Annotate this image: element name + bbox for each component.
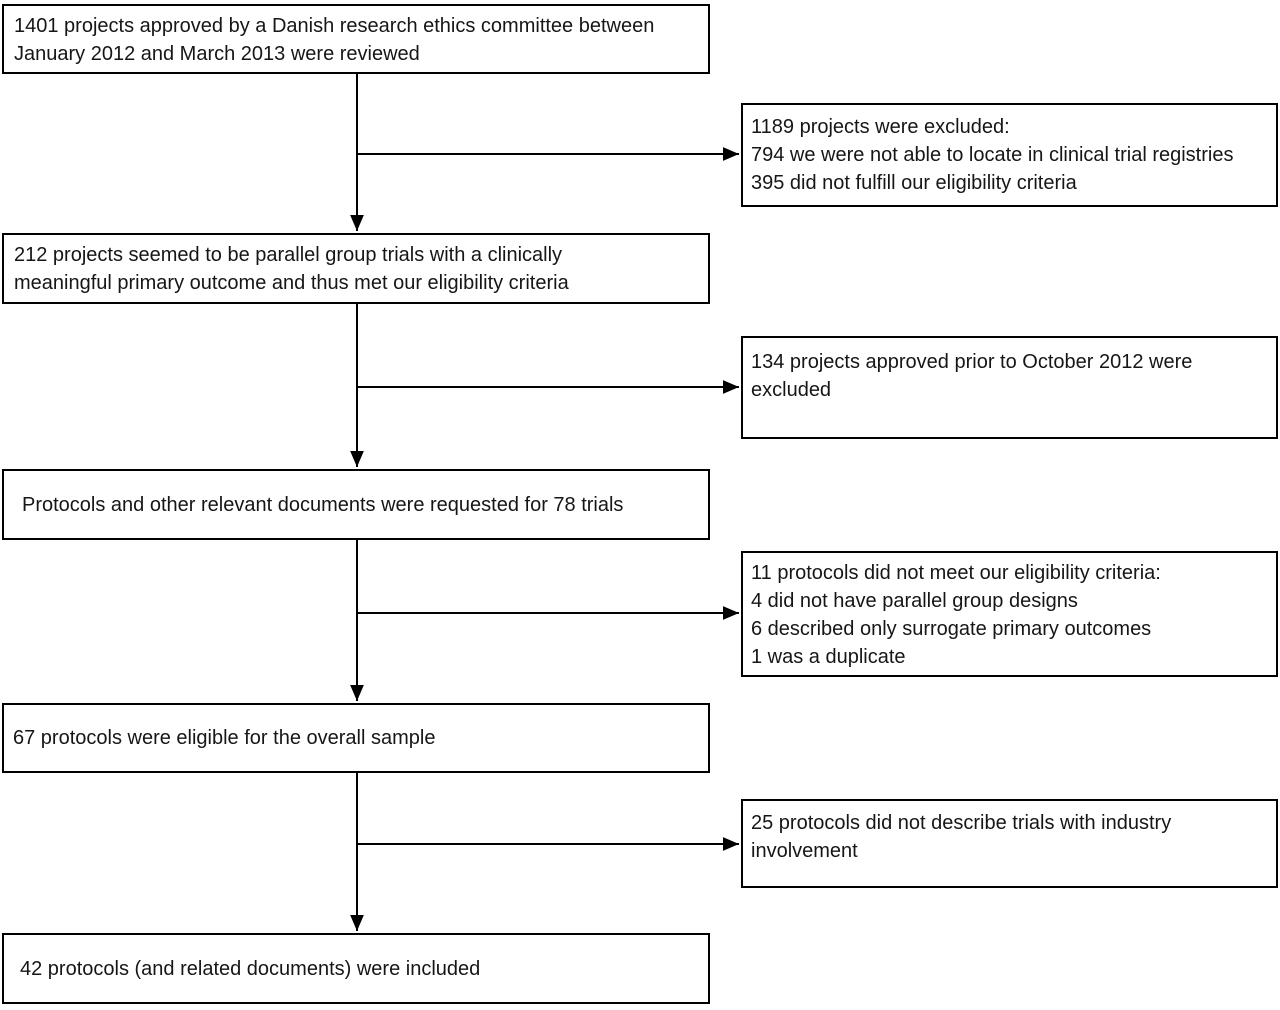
flow-box-text-line: Protocols and other relevant documents w… — [22, 493, 624, 516]
flow-box-projects-met-eligibility: 212 projects seemed to be parallel group… — [2, 233, 710, 304]
exclusion-box-no-industry-involvement: 25 protocols did not describe trials wit… — [741, 799, 1278, 888]
flow-box-text-line: 212 projects seemed to be parallel group… — [14, 244, 563, 266]
exclusion-box-text-line: 1 was a duplicate — [751, 646, 906, 668]
exclusion-box-protocols-not-eligible: 11 protocols did not meet our eligibilit… — [741, 551, 1278, 677]
exclusion-box-text-line: 4 did not have parallel group designs — [751, 590, 1078, 612]
flow-box-protocols-eligible: 67 protocols were eligible for the overa… — [2, 703, 710, 773]
flow-box-protocols-requested: Protocols and other relevant documents w… — [2, 469, 710, 540]
exclusion-box-text-line: 6 described only surrogate primary outco… — [751, 618, 1152, 640]
exclusion-box-text-line: involvement — [751, 840, 858, 862]
exclusion-box-text-line: 134 projects approved prior to October 2… — [751, 351, 1193, 373]
flow-box-text-line: meaningful primary outcome and thus met … — [14, 272, 569, 294]
exclusion-box-approved-prior-october: 134 projects approved prior to October 2… — [741, 336, 1278, 439]
flow-box-text-line: 67 protocols were eligible for the overa… — [13, 727, 436, 749]
exclusion-box-text-line: 395 did not fulfill our eligibility crit… — [751, 172, 1077, 194]
exclusion-box-text-line: 11 protocols did not meet our eligibilit… — [751, 562, 1161, 584]
exclusion-box-text-line: excluded — [751, 379, 832, 401]
exclusion-box-text-line: 1189 projects were excluded: — [751, 116, 1010, 138]
flow-box-text-line: 42 protocols (and related documents) wer… — [20, 957, 481, 980]
flow-box-projects-reviewed: 1401 projects approved by a Danish resea… — [2, 4, 710, 74]
exclusion-box-text-line: 25 protocols did not describe trials wit… — [751, 812, 1172, 834]
exclusion-box-projects-excluded: 1189 projects were excluded: 794 we were… — [741, 103, 1278, 207]
flow-box-text-line: January 2012 and March 2013 were reviewe… — [14, 43, 420, 65]
exclusion-box-text-line: 794 we were not able to locate in clinic… — [751, 144, 1234, 166]
flow-box-protocols-included: 42 protocols (and related documents) wer… — [2, 933, 710, 1004]
flow-box-text-line: 1401 projects approved by a Danish resea… — [14, 15, 655, 37]
